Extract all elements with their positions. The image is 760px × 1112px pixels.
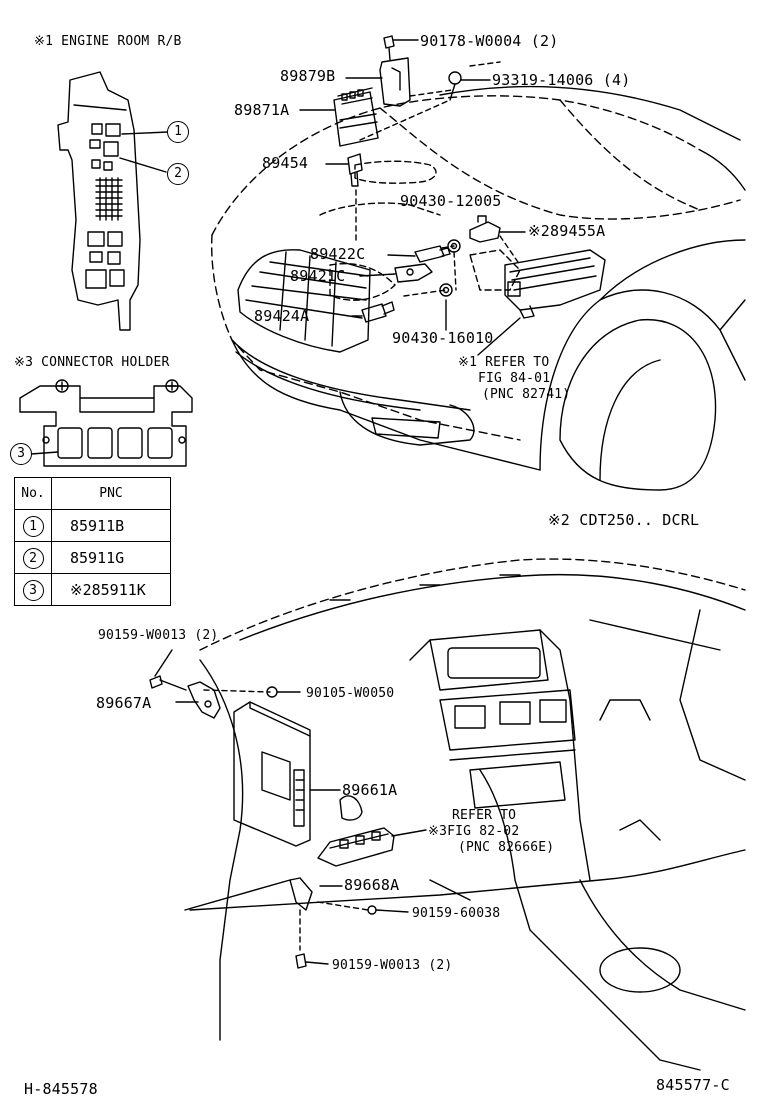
row-pnc: 85911B xyxy=(51,509,171,542)
dashboard-view xyxy=(149,558,746,1071)
refer1-line1: ※1 REFER TO xyxy=(458,355,550,370)
label-89421C: 89421C xyxy=(290,267,346,285)
label-90178: 90178-W0004 (2) xyxy=(420,32,559,50)
label-90430-16010: 90430-16010 xyxy=(392,329,494,347)
callout-2: 2 xyxy=(167,163,189,185)
label-90159-W0013-bottom: 90159-W0013 (2) xyxy=(332,958,453,973)
refer2-line3: (PNC 82666E) xyxy=(458,840,555,855)
callout-3: 3 xyxy=(10,443,32,465)
label-89455A: ※289455A xyxy=(528,222,606,240)
variant-note: ※2 CDT250.. DCRL xyxy=(548,511,700,529)
row-number: 2 xyxy=(22,547,44,569)
footer-left-code: H-845578 xyxy=(24,1080,98,1098)
row-pnc: ※285911K xyxy=(51,573,171,606)
label-90159-60038: 90159-60038 xyxy=(412,906,501,921)
connector-holder-title: ※3 CONNECTOR HOLDER xyxy=(14,355,170,370)
table-row: 2 85911G xyxy=(14,541,171,574)
pnc-table-header: No. PNC xyxy=(14,477,171,510)
car-front-view xyxy=(210,35,746,491)
header-pnc: PNC xyxy=(51,477,171,510)
header-no: No. xyxy=(14,477,52,510)
row-number: 1 xyxy=(22,515,44,537)
refer1-line2: FIG 84-01 xyxy=(478,371,551,386)
label-90105: 90105-W0050 xyxy=(306,686,395,701)
row-number: 3 xyxy=(22,579,44,601)
table-row: 3 ※285911K xyxy=(14,573,171,606)
table-row: 1 85911B xyxy=(14,509,171,542)
engine-room-title: ※1 ENGINE ROOM R/B xyxy=(34,34,182,49)
label-89879B: 89879B xyxy=(280,67,336,85)
footer-right-code: 845577-C xyxy=(656,1076,730,1094)
refer1-line3: (PNC 82741) xyxy=(482,387,571,402)
label-89661A: 89661A xyxy=(342,781,398,799)
label-90430-12005: 90430-12005 xyxy=(400,192,502,210)
label-89454: 89454 xyxy=(262,154,309,172)
label-89668A: 89668A xyxy=(344,876,400,894)
row-pnc: 85911G xyxy=(51,541,171,574)
label-93319: 93319-14006 (4) xyxy=(492,71,631,89)
refer2-line2: ※3FIG 82-02 xyxy=(428,824,520,839)
refer2-line1: REFER TO xyxy=(452,808,517,823)
label-89871A: 89871A xyxy=(234,101,290,119)
label-90159-W0013-top: 90159-W0013 (2) xyxy=(98,628,219,643)
engine-room-relay-block xyxy=(57,71,169,331)
callout-1: 1 xyxy=(167,121,189,143)
pnc-table: No. PNC 1 85911B 2 85911G 3 ※285911K xyxy=(14,477,171,606)
label-89667A: 89667A xyxy=(96,694,152,712)
label-89424A: 89424A xyxy=(254,307,310,325)
label-89422C: 89422C xyxy=(310,245,366,263)
connector-holder xyxy=(19,379,193,467)
